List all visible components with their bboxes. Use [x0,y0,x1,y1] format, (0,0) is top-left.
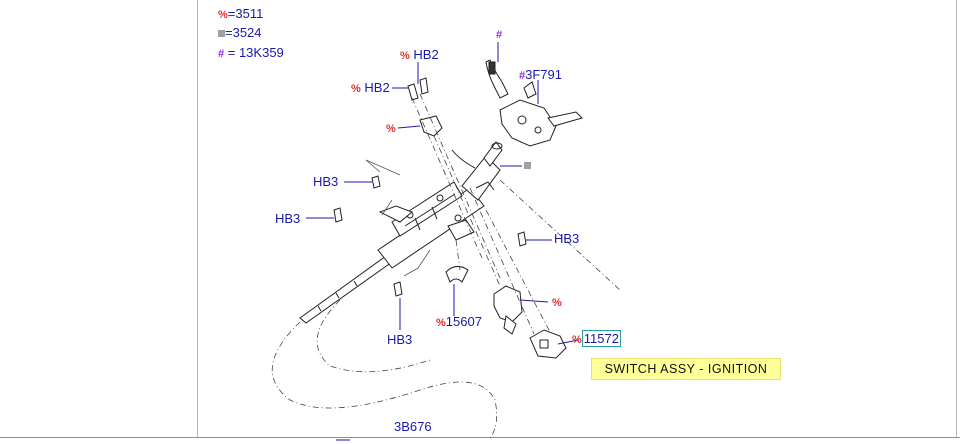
callout-hb3-b[interactable]: HB3 [275,211,301,226]
legend-text: =3511 [227,6,264,21]
callout-11572[interactable]: %11572 [572,330,621,347]
callout-hb2-left[interactable]: % HB2 [351,80,390,96]
callout-hb2-top[interactable]: % HB2 [400,47,439,63]
callout-hb3-right[interactable]: HB3 [554,231,580,246]
legend-text: =3524 [225,25,262,40]
legend-item-13k359: # = 13K359 [218,46,284,61]
square-symbol [218,30,225,38]
callout-hash-top[interactable]: # [496,29,503,41]
selected-part-number: 11572 [581,330,621,347]
frame-bottom-border [0,437,960,438]
callout-3b676[interactable]: 3B676 [394,419,432,434]
callout-hb3-a[interactable]: HB3 [313,174,339,189]
legend-item-3511: %=3511 [218,7,263,22]
callout-hb3-bottom[interactable]: HB3 [387,332,413,347]
hash-symbol: # [218,48,225,60]
callout-percent-shroud[interactable]: % [386,123,396,135]
callout-15607[interactable]: %15607 [436,314,482,330]
callout-percent-housing[interactable]: % [552,297,562,309]
combination-switch [485,59,583,147]
legend-item-3524: =3524 [218,26,262,40]
frame-left-border [197,0,198,438]
legend-text: = 13K359 [227,45,284,60]
part-description-highlight: SWITCH ASSY - IGNITION [591,358,781,380]
frame-right-border [956,0,957,438]
steering-shaft [299,255,393,324]
lock-housing [493,285,523,323]
marker-square [524,162,531,169]
percent-symbol: % [218,9,228,21]
callout-3f791[interactable]: #3F791 [519,67,562,83]
